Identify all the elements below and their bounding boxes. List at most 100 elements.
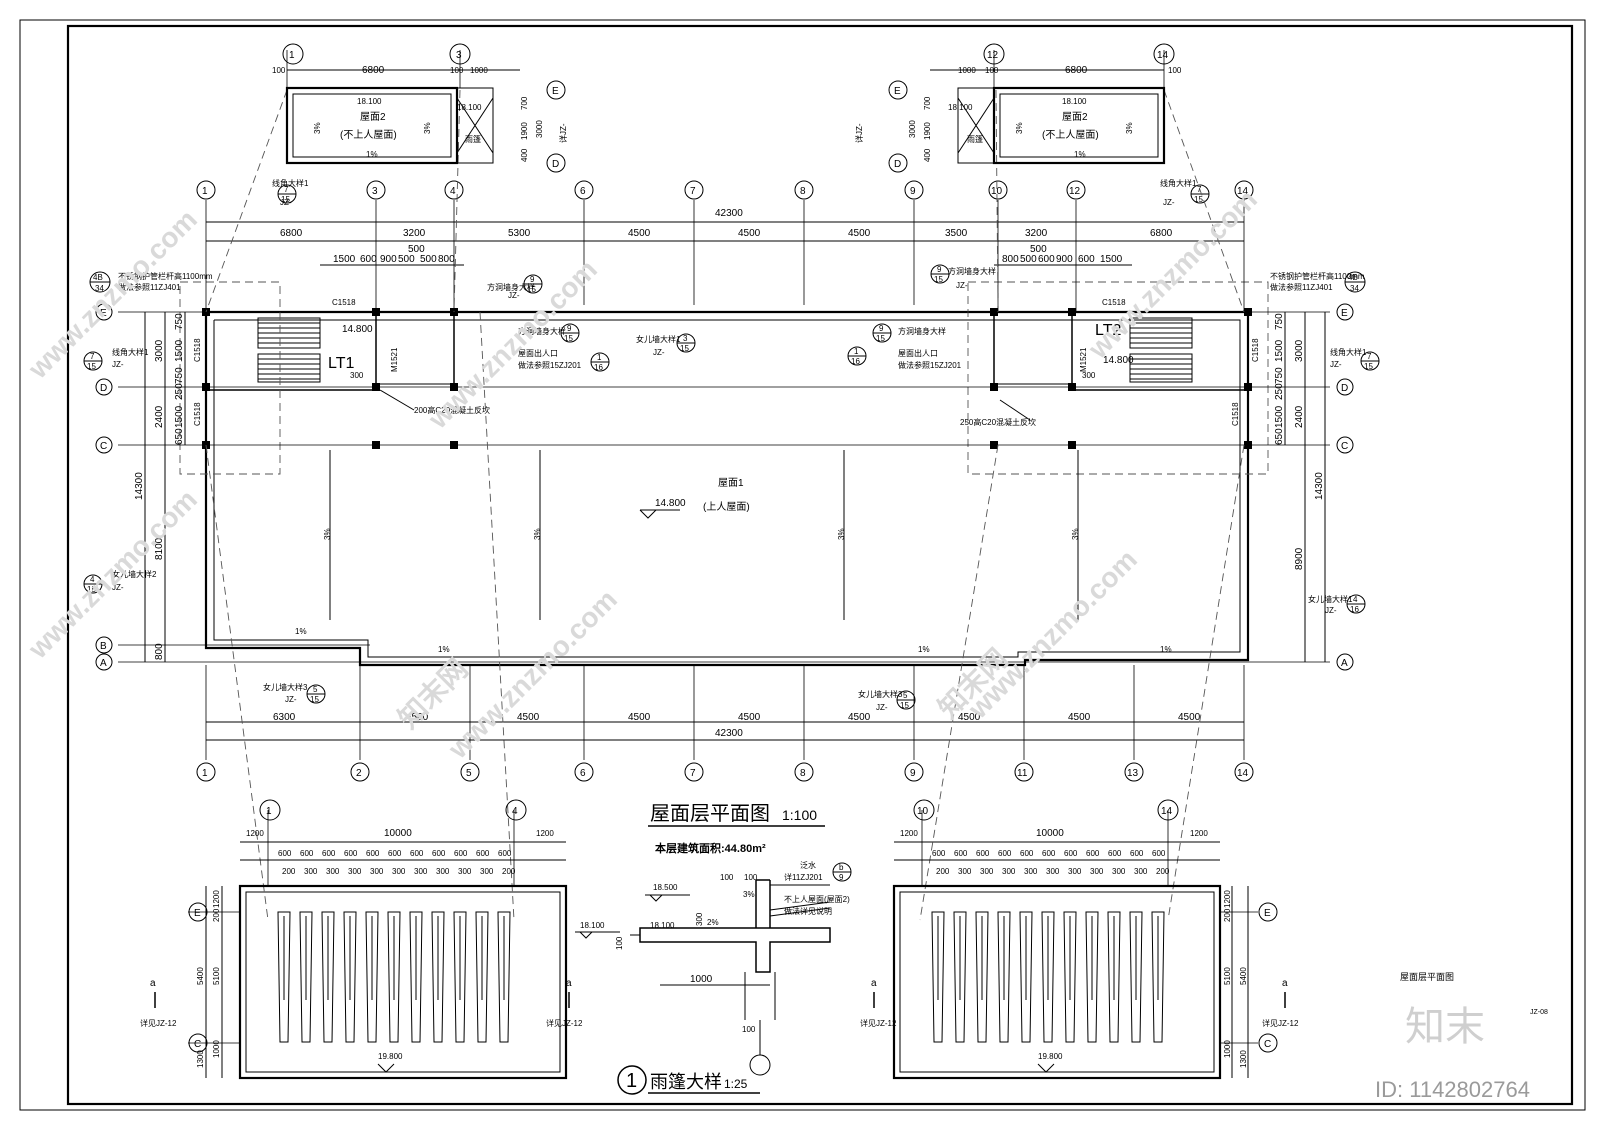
left-stair-3: 750 (174, 367, 185, 384)
note-cap-3: 方洞墙身大样 (948, 266, 996, 276)
sheet-number: JZ-08 (1530, 1009, 1548, 1016)
sub-dim-r1: 800 (1002, 254, 1019, 265)
row-right-E: E (1341, 308, 1348, 319)
top-dim-8: 3200 (1025, 228, 1048, 239)
axis-top-12: 12 (1069, 186, 1081, 197)
sheet-border-inner (66, 24, 1574, 1106)
ref-parapet1-right-sheet: 16 (1350, 605, 1359, 614)
slope-8: 1% (1160, 645, 1172, 654)
pergola-beam-dim: 600 (278, 849, 292, 858)
pergola-beam-dim: 600 (476, 849, 490, 858)
ref-parapet3-left-jz: JZ- (285, 695, 297, 704)
pergola-left-edge-r: 1200 (536, 829, 554, 838)
pergola-gap-dim: 300 (414, 867, 428, 876)
roof2-right-side-1900: 1900 (923, 122, 932, 140)
pergola-slat (497, 911, 511, 1043)
sub-dim-r-top: 500 (1030, 244, 1047, 255)
top-dim-6: 4500 (848, 228, 871, 239)
pergola-left-side-1000: 1000 (212, 1040, 221, 1058)
pergola-gap-dim: 300 (348, 867, 362, 876)
left-stair-6: 650 (174, 428, 185, 445)
pergola-right-section-l: a (871, 978, 877, 989)
bot-dim-9: 4500 (1178, 712, 1201, 723)
pergola-slat (343, 911, 357, 1043)
pergola-slat (453, 911, 467, 1043)
col-axes-bottom (205, 665, 1245, 760)
canopy-note-4: 做法详见说明 (784, 906, 832, 916)
ref-top-right-sheet: 15 (1194, 195, 1203, 204)
ref-parapet3-left-num: 5 (313, 685, 318, 694)
pergola-left-side-1300: 1300 (196, 1050, 205, 1068)
pergola-beam-dim: 600 (1020, 849, 1034, 858)
axis-bot-2: 2 (356, 768, 362, 779)
pergola-left-ref-l: 详见JZ-12 (140, 1018, 177, 1028)
row-left-D: D (100, 383, 107, 394)
roof2-right-dim-1000: 1000 (958, 66, 976, 75)
slope-5: 1% (295, 627, 307, 636)
bot-dim-2: 4500 (406, 712, 429, 723)
pergola-left-ref-r: 详见JZ-12 (546, 1018, 583, 1028)
bot-dim-1: 6300 (273, 712, 296, 723)
image-id: ID: 1142802764 (1375, 1077, 1530, 1102)
pergola-slat (931, 911, 945, 1043)
roof2-left-elev-canopy: 18.100 (457, 103, 482, 112)
row-bubbles-left: E D C B A (95, 303, 113, 671)
sub-dim-l2: 600 (360, 254, 377, 265)
roof2-left-side-400: 400 (520, 148, 529, 162)
roof1-note: (上人屋面) (703, 501, 750, 513)
axis-top-3: 3 (372, 186, 378, 197)
pergola-beam-dim: 600 (954, 849, 968, 858)
axis-top-10: 10 (991, 186, 1003, 197)
drawing-title: 屋面层平面图 (650, 803, 770, 825)
ref-hatch-1-num: 1 (597, 353, 602, 362)
note-hatch-left: 屋面出人口 (518, 348, 558, 358)
canopy-note-3: 不上人屋面(屋面2) (784, 895, 850, 904)
ref-parapet3-left-sheet: 15 (310, 695, 319, 704)
roof2-right: 12 14 1000 100 6800 100 屋面2 (不上人屋面) 18.1… (854, 43, 1182, 173)
bot-dim-4: 4500 (628, 712, 651, 723)
sub-dim-l3: 900 (380, 254, 397, 265)
bottom-overall-dim: 42300 (715, 728, 743, 739)
note-parapet2-left: 女儿墙大样2 (112, 569, 157, 579)
win-code-right-3: C1518 (1231, 402, 1240, 426)
pergola-slat (953, 911, 967, 1043)
roof2-left-label: 屋面2 (360, 111, 386, 123)
row-right-A: A (1341, 658, 1348, 669)
axis-bot-9: 9 (910, 768, 916, 779)
ref-eave-left-num: 7 (90, 352, 95, 361)
pergola-gap-dim: 300 (304, 867, 318, 876)
bot-dim-7: 4500 (958, 712, 981, 723)
note-eave-left: 线角大样1 (272, 178, 309, 188)
axis-bot-11: 11 (1017, 768, 1028, 779)
ref-hole-4-sheet: 15 (876, 334, 885, 343)
right-dim-2400: 2400 (1294, 405, 1305, 428)
ref-top-right-jz: JZ- (1163, 198, 1175, 207)
note-hatch2-right: 做法参照15ZJ201 (898, 360, 962, 370)
ref-hatch-1-sheet: 16 (594, 363, 603, 372)
pergola-left-side-5100: 5100 (212, 967, 221, 985)
ref-parapet3-mid-sheet: 15 (900, 701, 909, 710)
roof2-right-row-E: E (894, 86, 901, 97)
row-right-C: C (1341, 441, 1348, 452)
pergola-beam-dim: 600 (1064, 849, 1078, 858)
roof2-right-dim-100b: 100 (1168, 66, 1182, 75)
ref-hole-1-jz: JZ- (508, 291, 520, 300)
ref-hole-2-sheet: 15 (934, 275, 943, 284)
ref-parapet2-num: 4 (90, 575, 95, 584)
ref-parapet1-num: 3 (683, 334, 688, 343)
elev-left: 14.800 (342, 324, 373, 335)
pergola-right-edge-r: 1200 (1190, 829, 1208, 838)
canopy-slope: 2% (707, 918, 719, 927)
pergola-beam-dim: 600 (300, 849, 314, 858)
roof2-right-ref: 详JZ- (854, 123, 864, 143)
pergola-left: 1 4 1200 10000 1200 60020060030060030060… (140, 799, 583, 1080)
ref-hole-2-jz: JZ- (956, 281, 968, 290)
roof2-right-side-400: 400 (923, 148, 932, 162)
pergola-slat (997, 911, 1011, 1043)
slope-1: 3% (323, 528, 332, 540)
top-dim-2: 3200 (403, 228, 426, 239)
axis-top-7: 7 (690, 186, 696, 197)
roof2-right-side-700: 700 (923, 96, 932, 110)
pergola-gap-dim: 300 (980, 867, 994, 876)
pergola-beam-dim: 600 (998, 849, 1012, 858)
